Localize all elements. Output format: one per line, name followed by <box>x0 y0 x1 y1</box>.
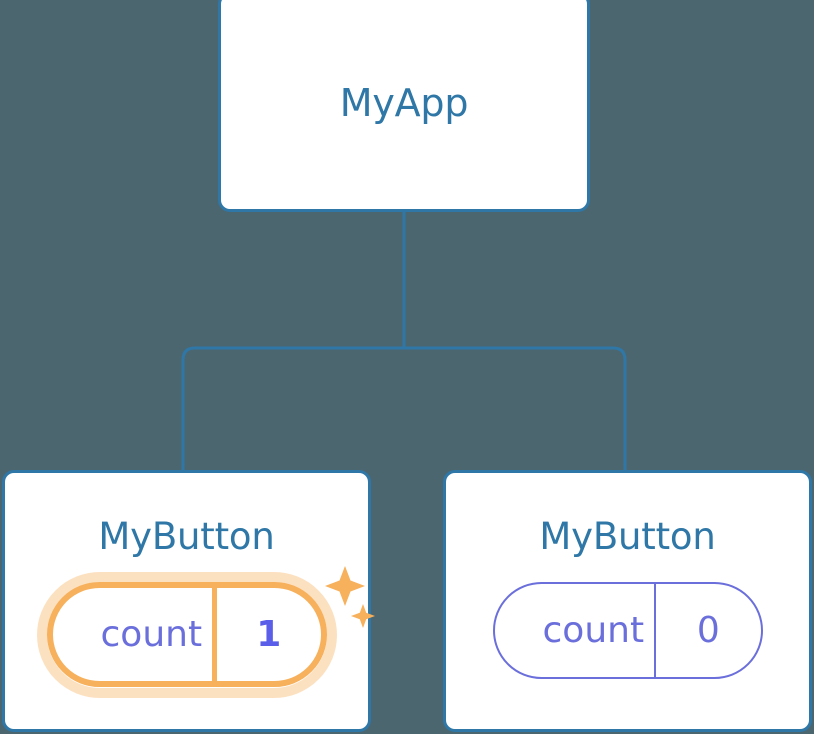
state-pill-right-wrap: count 0 <box>492 582 763 679</box>
state-pill-left-wrap: count 1 <box>36 566 375 698</box>
node-myapp-label: MyApp <box>339 81 469 125</box>
sparkles-group <box>324 566 375 628</box>
sparkle-large-icon <box>324 566 365 606</box>
sparkle-small-icon <box>350 604 375 628</box>
edge-root-to-right-child <box>404 346 627 474</box>
node-mybutton-right-label: MyButton <box>539 515 716 558</box>
state-value-cell-left: 1 <box>212 588 320 681</box>
state-pill-left[interactable]: count 1 <box>46 582 327 687</box>
node-mybutton-left[interactable]: MyButton count 1 <box>2 470 375 732</box>
state-key-cell-left: count <box>53 588 213 681</box>
node-mybutton-right[interactable]: MyButton count 0 <box>443 470 812 732</box>
state-key-cell-right: count <box>495 584 655 677</box>
state-value-left: 1 <box>256 614 282 655</box>
state-key-right: count <box>542 610 645 651</box>
node-mybutton-right-body: MyButton count 0 <box>446 473 809 729</box>
state-pill-right[interactable]: count 0 <box>492 582 763 679</box>
edge-root-to-left-child <box>181 346 404 474</box>
node-mybutton-left-label: MyButton <box>98 515 275 558</box>
state-value-right: 0 <box>696 610 720 651</box>
node-mybutton-left-body: MyButton count 1 <box>5 473 375 729</box>
node-myapp[interactable]: MyApp <box>218 0 590 212</box>
state-key-left: count <box>100 614 203 655</box>
state-value-cell-right: 0 <box>654 584 760 677</box>
